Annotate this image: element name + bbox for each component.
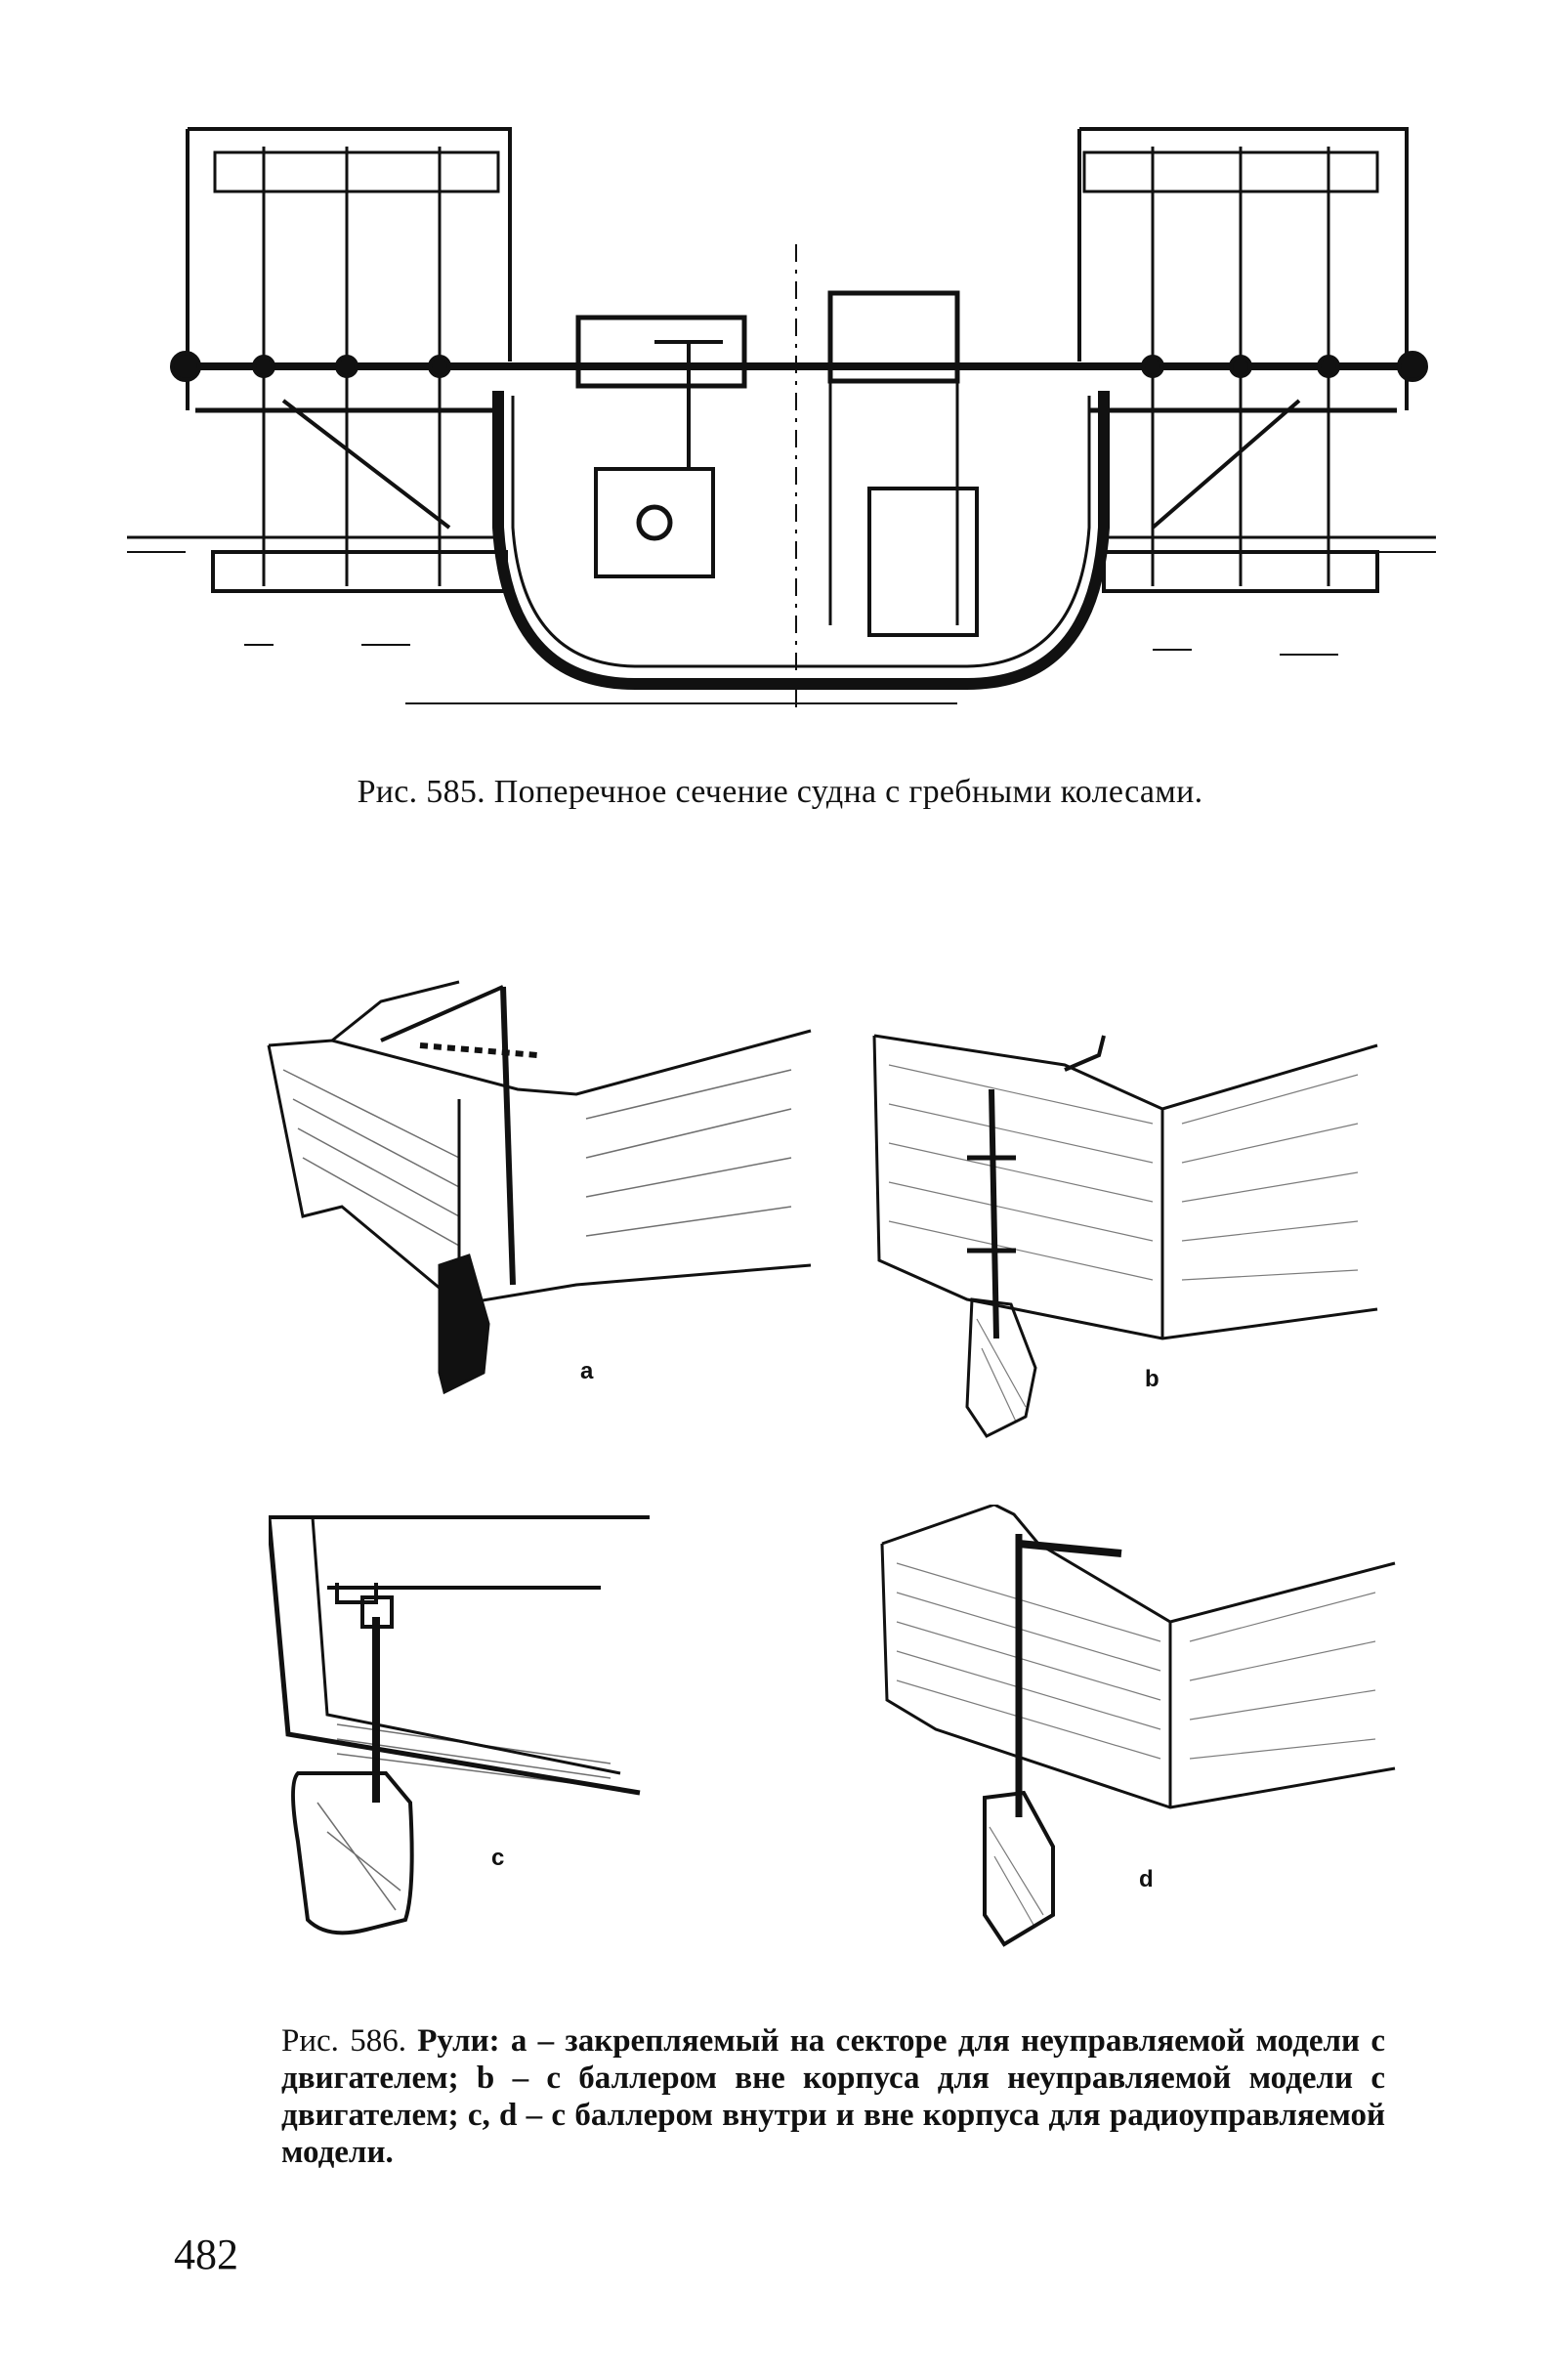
figure-585-caption: Рис. 585. Поперечное сечение судна с гре… (357, 774, 1203, 810)
figure-586-label-c: c (491, 1845, 505, 1871)
figure-586-caption-text: Рули: а – закрепляемый на секторе для не… (281, 2023, 1385, 2170)
figure-586-caption-label: Рис. 586. (281, 2023, 406, 2059)
figure-586-rudder-c (269, 1515, 650, 1935)
figure-586-rudder-d (880, 1505, 1396, 1947)
page-number: 482 (174, 2231, 238, 2278)
figure-586-caption: Рис. 586. Рули: а – закрепляемый на сект… (281, 2022, 1385, 2171)
figure-585-cross-section (127, 127, 1436, 713)
figure-586-rudder-a (267, 980, 812, 1395)
figure-586-label-a: a (580, 1358, 594, 1384)
figure-586-label-d: d (1139, 1866, 1154, 1892)
figure-586-label-b: b (1145, 1366, 1159, 1392)
figure-586-rudder-b (872, 1034, 1378, 1438)
